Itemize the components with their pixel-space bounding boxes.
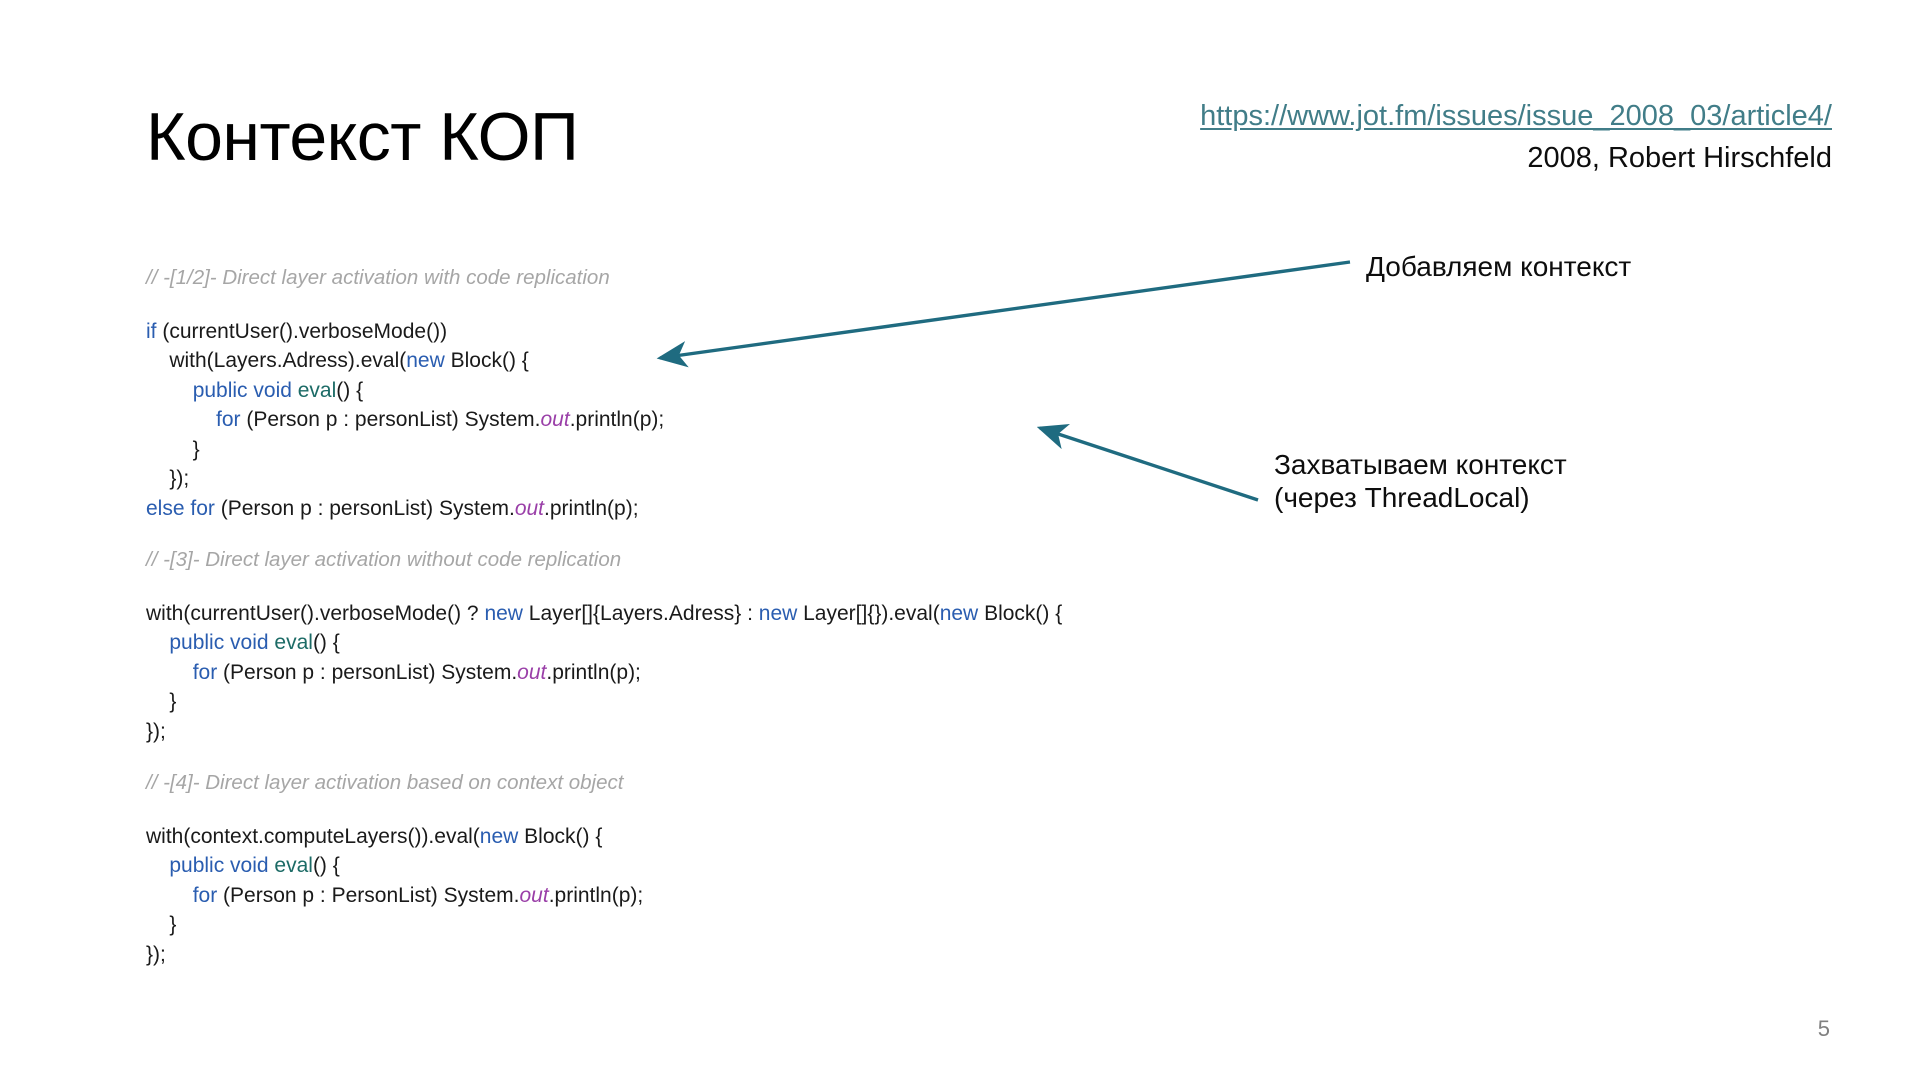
code-token: .println(p);: [569, 408, 665, 431]
source-citation: 2008, Robert Hirschfeld: [1527, 142, 1832, 175]
code-line: }: [146, 435, 1246, 465]
code-token: }: [146, 690, 177, 713]
code-token: Block() {: [518, 824, 603, 848]
code-line: if (currentUser().verboseMode()): [146, 317, 1246, 347]
code-line: });: [146, 717, 1246, 747]
code-line: });: [146, 464, 1246, 494]
code-token: Layer[]{}).eval(: [797, 601, 940, 625]
code-comment: // -[4]- Direct layer activation based o…: [146, 771, 624, 794]
annotation-capture-context: Захватываем контекст (через ThreadLocal): [1274, 449, 1567, 514]
code-token: with(currentUser().verboseMode() ?: [146, 601, 485, 625]
code-token: new: [758, 601, 798, 625]
source-link[interactable]: https://www.jot.fm/issues/issue_2008_03/…: [1200, 100, 1832, 132]
code-token: Block() {: [444, 349, 529, 372]
code-line: public void eval() {: [146, 376, 1246, 406]
code-token: new: [939, 601, 979, 625]
code-token: Layer[]{Layers.Adress} :: [522, 601, 759, 625]
code-token: for: [192, 883, 218, 907]
code-token: (Person p : personList) System.: [217, 660, 518, 684]
code-token: [146, 408, 216, 431]
code-token: else for: [146, 496, 215, 520]
code-token: for: [192, 660, 218, 684]
code-token: public void: [169, 854, 275, 877]
code-line: with(context.computeLayers()).eval(new B…: [146, 822, 1246, 852]
code-token: with(Layers.Adress).eval(: [146, 349, 407, 372]
code-token: if: [146, 319, 157, 343]
code-line: public void eval() {: [146, 628, 1246, 658]
page-number: 5: [1817, 1016, 1830, 1041]
code-token: [146, 884, 193, 907]
code-token: (Person p : personList) System.: [214, 496, 515, 520]
code-line: with(currentUser().verboseMode() ? new L…: [146, 599, 1246, 629]
code-token: (Person p : personList) System.: [240, 408, 541, 431]
code-token: eval: [297, 378, 337, 402]
code-token: [146, 631, 169, 654]
page-title: Контекст КОП: [146, 99, 579, 175]
code-line: with(Layers.Adress).eval(new Block() {: [146, 346, 1246, 376]
code-token: eval: [274, 631, 313, 654]
code-token: with(context.computeLayers()).eval(: [146, 824, 480, 848]
code-line: }: [146, 687, 1246, 717]
reference-block: https://www.jot.fm/issues/issue_2008_03/…: [1200, 98, 1832, 177]
code-token: [146, 661, 193, 684]
code-token: [146, 379, 193, 402]
code-token: out: [519, 883, 549, 907]
code-token: new: [484, 601, 523, 625]
code-token: });: [146, 719, 166, 743]
code-listing: // -[1/2]- Direct layer activation with …: [146, 266, 1246, 970]
code-line: for (Person p : personList) System.out.p…: [146, 405, 1246, 435]
code-token: public void: [169, 631, 275, 654]
code-token: .println(p);: [544, 496, 639, 520]
code-token: new: [479, 824, 519, 848]
code-token: .println(p);: [548, 883, 644, 907]
code-token: [146, 854, 169, 877]
code-line: public void eval() {: [146, 851, 1246, 881]
code-token: () {: [312, 854, 340, 877]
annotation-add-context: Добавляем контекст: [1366, 251, 1632, 282]
code-token: out: [540, 408, 570, 431]
code-token: }: [146, 913, 177, 936]
code-comment: // -[1/2]- Direct layer activation with …: [146, 266, 610, 289]
code-token: () {: [312, 631, 340, 654]
code-line: });: [146, 940, 1246, 970]
code-line: for (Person p : PersonList) System.out.p…: [146, 881, 1246, 911]
code-token: out: [517, 660, 547, 684]
code-token: out: [514, 496, 545, 520]
code-token: .println(p);: [546, 660, 641, 684]
code-token: (currentUser().verboseMode()): [156, 319, 448, 343]
code-token: }: [146, 437, 200, 461]
code-comment: // -[3]- Direct layer activation without…: [146, 548, 622, 571]
code-token: new: [406, 349, 445, 372]
code-token: (Person p : PersonList) System.: [217, 883, 520, 907]
code-token: eval: [274, 854, 313, 877]
code-token: public void: [192, 378, 298, 402]
code-line: for (Person p : personList) System.out.p…: [146, 658, 1246, 688]
code-line: }: [146, 910, 1246, 940]
code-token: });: [146, 942, 166, 966]
code-token: () {: [336, 378, 364, 402]
code-token: Block() {: [978, 601, 1063, 625]
code-token: for: [216, 408, 241, 431]
code-token: });: [146, 467, 190, 490]
code-line: else for (Person p : personList) System.…: [146, 494, 1246, 524]
